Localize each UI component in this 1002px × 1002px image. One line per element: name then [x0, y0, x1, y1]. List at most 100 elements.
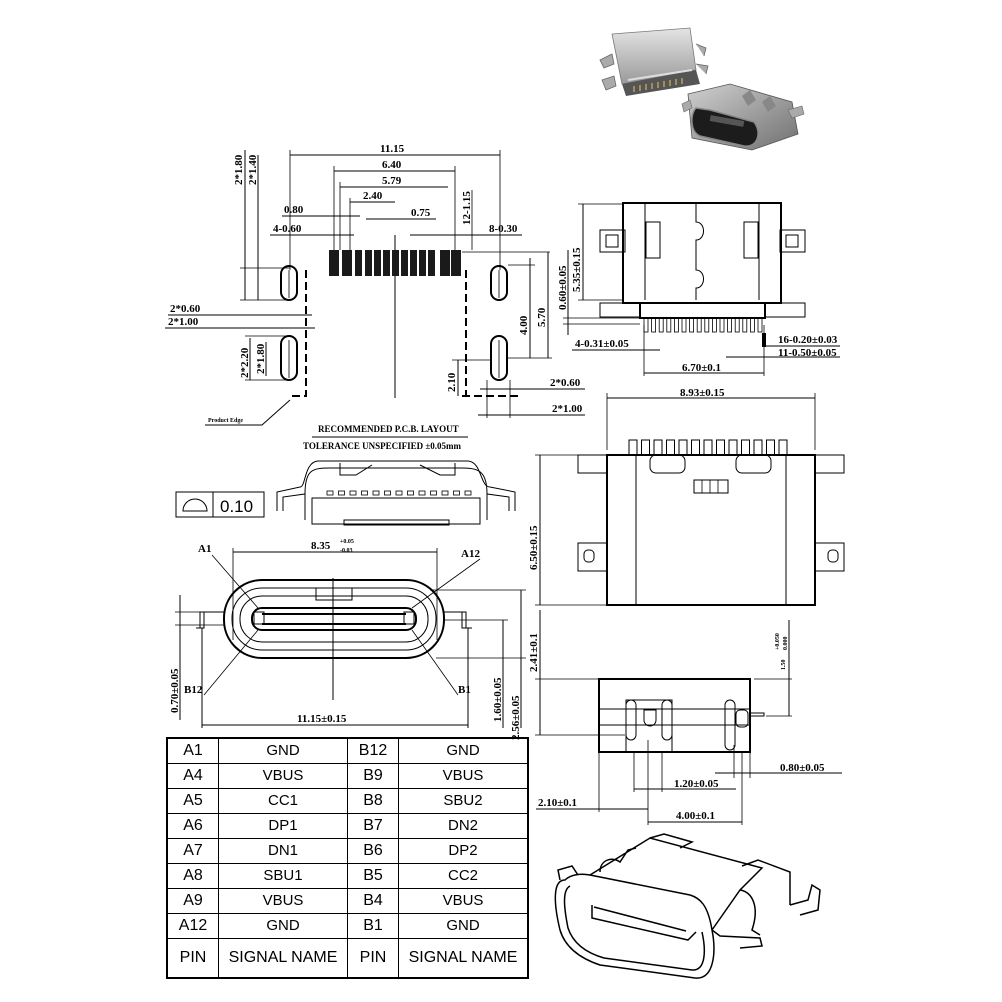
top-pin [778, 439, 788, 456]
header-pin-b: PIN [347, 938, 399, 979]
signal-a: GND [218, 913, 348, 939]
bottom-pin [681, 317, 687, 333]
signal-a: CC1 [218, 788, 348, 814]
header-signal: SIGNAL NAME [218, 938, 348, 979]
end-pin [464, 490, 472, 496]
top-pins [628, 439, 788, 456]
dim-2-40: 2.40 [363, 190, 383, 202]
pin-b: B1 [347, 913, 399, 939]
dim-2x1-40: 2*1.40 [247, 154, 259, 185]
bottom-pin [704, 317, 710, 333]
dim-8-35-tol-minus: -0.03 [340, 548, 353, 554]
slot-top-left [280, 265, 298, 301]
dim-4-00: 4.00 [518, 315, 530, 335]
bottom-pin [689, 317, 694, 333]
dim-0-60: 0.60±0.05 [557, 265, 569, 310]
top-pin [753, 439, 763, 456]
pcb-layout-title: RECOMMENDED P.C.B. LAYOUT [318, 424, 459, 434]
pin-a: A7 [166, 838, 219, 864]
bottom-pin [757, 317, 763, 333]
pcb-layout-view: 11.15 6.40 5.79 2.40 0.80 0.75 4-0.60 8-… [165, 143, 585, 451]
dim-0-75: 0.75 [411, 207, 431, 219]
bottom-pin [734, 317, 740, 333]
dim-5-35: 5.35±0.15 [571, 247, 583, 292]
end-pin [441, 490, 449, 496]
smd-pad [440, 250, 450, 276]
product-photo [599, 27, 805, 151]
dim-2x2-20: 2*2.20 [239, 347, 251, 378]
pin-b: B12 [347, 737, 399, 764]
bottom-pin [674, 317, 679, 333]
top-pin [741, 439, 750, 456]
smd-pad [410, 250, 417, 276]
signal-b: GND [398, 737, 529, 764]
dim-8-93: 8.93±0.15 [680, 387, 725, 399]
bottom-pin [712, 317, 717, 333]
dim-right-2x0-60: 2*0.60 [550, 377, 581, 389]
side-view: 2.41±0.1 1.50 +0.050 0.000 0.80±0.05 1.2… [528, 610, 842, 825]
signal-b: DN2 [398, 813, 529, 839]
bottom-pin [750, 317, 755, 333]
dim-5-70: 5.70 [536, 307, 548, 327]
profile-of-surface-icon [182, 498, 208, 512]
tolerance-note: TOLERANCE UNSPECIFIED ±0.05mm [303, 441, 462, 451]
dim-6-70: 6.70±0.1 [682, 362, 721, 374]
bottom-pin [742, 317, 748, 333]
slot-bottom-right [490, 335, 508, 381]
dim-0-70: 0.70±0.05 [169, 668, 181, 713]
pin-b: B5 [347, 863, 399, 889]
dim-4-0-60: 4-0.60 [273, 223, 302, 235]
top-pin [703, 439, 713, 456]
end-pin [430, 490, 437, 496]
smd-pad [383, 250, 390, 276]
flatness-callout: 0.10 [175, 491, 265, 518]
dim-11-15-front: 11.15±0.15 [297, 713, 347, 725]
signal-b: GND [398, 913, 529, 939]
connector-photo-back [599, 27, 709, 96]
pin-b: B7 [347, 813, 399, 839]
pin-a: A8 [166, 863, 219, 889]
dim-11-0-50: 11-0.50±0.05 [778, 347, 837, 359]
dim-4-0-31: 4-0.31±0.05 [575, 338, 629, 350]
top-pin [728, 439, 738, 456]
pcb-outline [288, 270, 520, 397]
top-pin [641, 439, 650, 456]
signal-b: VBUS [398, 888, 529, 914]
dim-2x1-80b: 2*1.80 [255, 343, 267, 374]
dim-2x1-00: 2*1.00 [168, 316, 199, 328]
dim-2-10-side: 2.10±0.1 [538, 797, 577, 809]
bottom-pin [643, 317, 649, 333]
end-pin [407, 490, 414, 496]
label-b12: B12 [184, 684, 203, 696]
pin-b: B9 [347, 763, 399, 789]
top-view: 8.93±0.15 6.50±0.15 [528, 387, 845, 606]
end-pin [326, 490, 334, 496]
pin-a: A9 [166, 888, 219, 914]
slot-bottom-left [280, 335, 298, 381]
top-pin [691, 439, 700, 456]
dim-2x1-80: 2*1.80 [233, 154, 245, 185]
dim-5-79: 5.79 [382, 175, 402, 187]
label-a1: A1 [198, 543, 211, 555]
bottom-view: 5.35±0.15 0.60±0.05 4-0.31±0.05 16-0.20±… [557, 202, 840, 376]
smd-pad [428, 250, 435, 276]
front-view: 8.35 +0.05 -0.03 A1 A12 B12 B1 0.70±0.05… [169, 539, 526, 740]
pin-a: A12 [166, 913, 219, 939]
dim-0-80: 0.80 [284, 204, 304, 216]
end-pin [384, 490, 391, 496]
dim-8-35: 8.35 [311, 540, 331, 552]
label-b1: B1 [458, 684, 471, 696]
pin-table-header: PIN SIGNAL NAME PIN SIGNAL NAME [166, 938, 529, 979]
dim-1-50-tol-plus: +0.050 [775, 633, 781, 650]
dim-2-56: 2.56±0.05 [510, 695, 522, 740]
dim-2-41: 2.41±0.1 [528, 633, 540, 672]
smd-pad [392, 250, 399, 276]
pin-a: A5 [166, 788, 219, 814]
